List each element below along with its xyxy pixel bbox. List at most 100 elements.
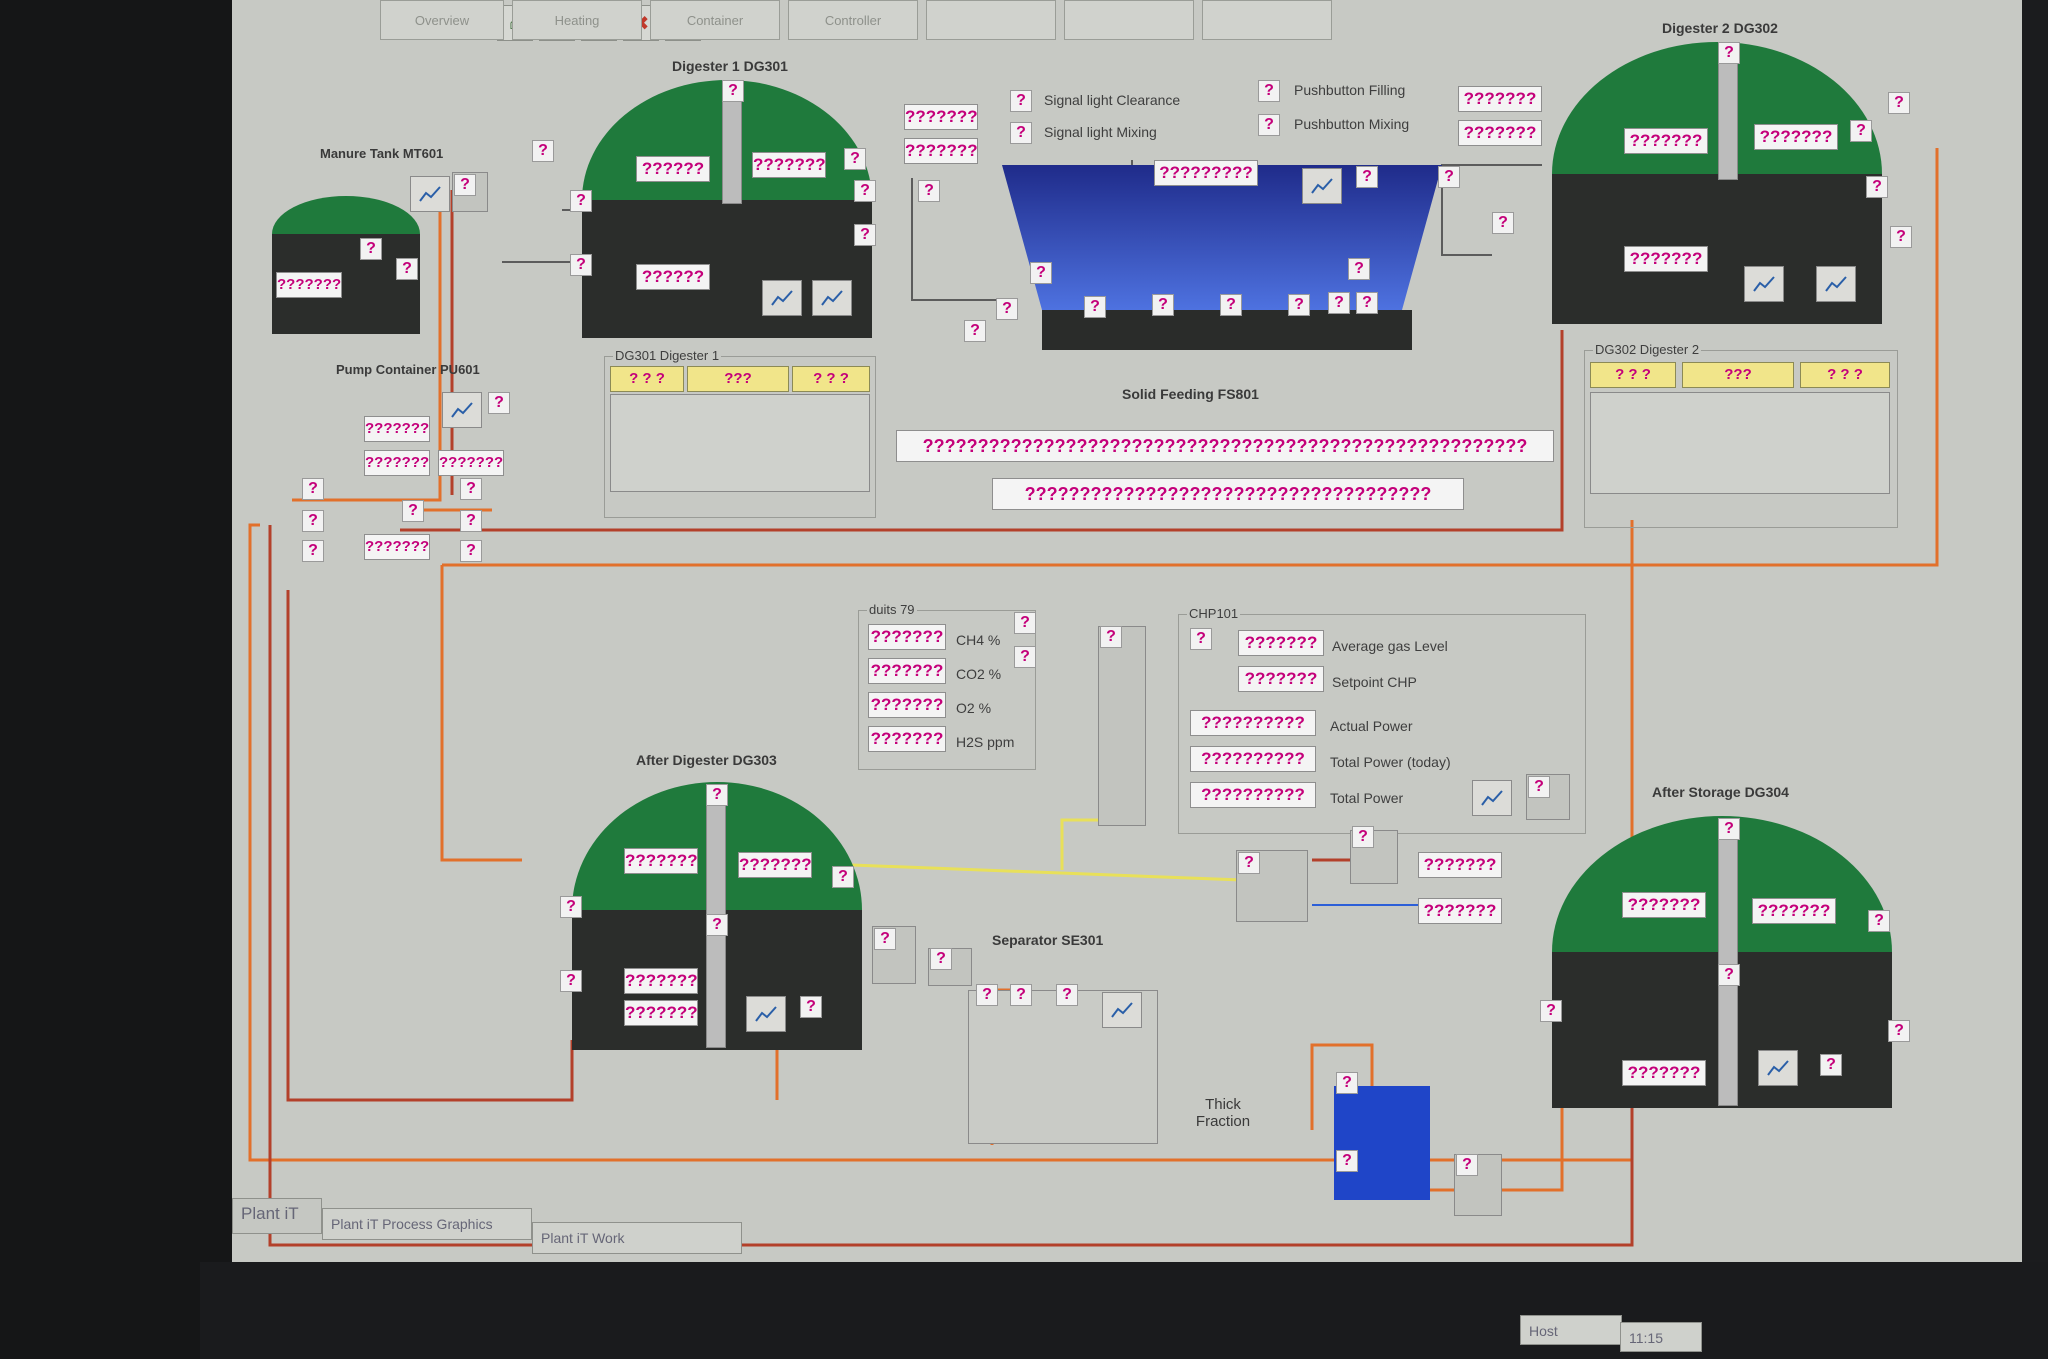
after-digester-status-a[interactable]: ? (832, 866, 854, 888)
feeder-valve-5[interactable]: ? (1288, 294, 1310, 316)
pump-valve-6[interactable]: ? (460, 510, 482, 532)
gas-holder-status[interactable]: ? (1100, 626, 1122, 648)
digester1-inlet-status[interactable]: ? (532, 140, 554, 162)
average-gas-level-value: ??????? (1238, 630, 1324, 656)
gas-status-1[interactable]: ? (1014, 612, 1036, 634)
tab-empty-1[interactable] (926, 0, 1056, 40)
pump-valve-4[interactable]: ? (402, 500, 424, 522)
separator-pump-status[interactable]: ? (874, 928, 896, 950)
after-digester-temp-value: ??????? (738, 852, 812, 878)
feeder-valve-2[interactable]: ? (1084, 296, 1106, 318)
manure-tank-status[interactable]: ? (360, 238, 382, 260)
signal-clearance-icon[interactable]: ? (1010, 90, 1032, 112)
feeder-valve-7[interactable]: ? (1328, 292, 1350, 314)
signal-mixing-icon[interactable]: ? (1010, 122, 1032, 144)
actual-power-label: Actual Power (1330, 718, 1413, 734)
solid-feeding-level: ????????? (1154, 160, 1258, 186)
digester1-status-e[interactable]: ? (570, 254, 592, 276)
taskbar-process-graphics[interactable]: Plant iT Process Graphics (322, 1208, 532, 1240)
tab-container[interactable]: Container (650, 0, 780, 40)
push-value-1: ??????? (1458, 86, 1542, 112)
chp-status[interactable]: ? (1190, 628, 1212, 650)
chp-heat-exchanger-status[interactable]: ? (1352, 826, 1374, 848)
chp-engine-status[interactable]: ? (1238, 852, 1260, 874)
trend-icon[interactable] (410, 176, 450, 212)
feeder-valve-13[interactable]: ? (1492, 212, 1514, 234)
trend-icon[interactable] (1472, 780, 1512, 816)
after-storage-status-b[interactable]: ? (1540, 1000, 1562, 1022)
chp-unit-status[interactable]: ? (1528, 776, 1550, 798)
dg302-status-3: ? ? ? (1800, 362, 1890, 388)
gas-status-2[interactable]: ? (1014, 646, 1036, 668)
feeder-valve-8[interactable]: ? (1348, 258, 1370, 280)
separator-status-1[interactable]: ? (976, 984, 998, 1006)
digester1-status-b[interactable]: ? (854, 180, 876, 202)
separator-valve-status[interactable]: ? (930, 948, 952, 970)
digester1-status-d[interactable]: ? (570, 190, 592, 212)
taskbar-plant-it-work[interactable]: Plant iT Work (532, 1222, 742, 1254)
pushbutton-mixing-icon[interactable]: ? (1258, 114, 1280, 136)
digester2-status-a[interactable]: ? (1850, 120, 1872, 142)
manure-tank-status-2[interactable]: ? (396, 258, 418, 280)
digester2-status-d[interactable]: ? (1890, 226, 1912, 248)
host-indicator: Host (1520, 1315, 1622, 1345)
digester2-status-b[interactable]: ? (1888, 92, 1910, 114)
trend-icon[interactable] (442, 392, 482, 428)
after-storage-status-d[interactable]: ? (1820, 1054, 1842, 1076)
digester2-mixer-status[interactable]: ? (1718, 42, 1740, 64)
feeder-valve-3[interactable]: ? (1152, 294, 1174, 316)
co2-label: CO2 % (956, 666, 1002, 682)
trend-icon[interactable] (1758, 1050, 1798, 1086)
monitor-bezel-bottom (200, 1262, 2048, 1359)
after-digester-status-b[interactable]: ? (560, 896, 582, 918)
thick-fraction-status-2[interactable]: ? (1336, 1150, 1358, 1172)
tab-controller[interactable]: Controller (788, 0, 918, 40)
tab-empty-3[interactable] (1202, 0, 1332, 40)
trend-icon[interactable] (762, 280, 802, 316)
manure-tank-valve-status[interactable]: ? (454, 174, 476, 196)
separator-status-2[interactable]: ? (1010, 984, 1032, 1006)
tab-heating[interactable]: Heating (512, 0, 642, 40)
trend-icon[interactable] (812, 280, 852, 316)
solid-feeding-status[interactable]: ? (1356, 166, 1378, 188)
pump-valve-1[interactable]: ? (302, 478, 324, 500)
thick-fraction-pump-status[interactable]: ? (1456, 1154, 1478, 1176)
after-digester-mixer-status[interactable]: ? (706, 784, 728, 806)
digester1-status-c[interactable]: ? (854, 224, 876, 246)
after-digester-status-c[interactable]: ? (560, 970, 582, 992)
average-gas-level-label: Average gas Level (1332, 638, 1448, 654)
after-storage-gas-value: ??????? (1622, 892, 1706, 918)
digester1-mixer-status[interactable]: ? (722, 80, 744, 102)
thick-fraction-status-1[interactable]: ? (1336, 1072, 1358, 1094)
feeder-valve-9[interactable]: ? (996, 298, 1018, 320)
after-storage-status-c[interactable]: ? (1888, 1020, 1910, 1042)
feeder-valve-11[interactable]: ? (918, 180, 940, 202)
after-storage-mixer-status-2[interactable]: ? (1718, 964, 1740, 986)
feeder-valve-1[interactable]: ? (1030, 262, 1052, 284)
trend-icon[interactable] (1302, 168, 1342, 204)
pump-valve-2[interactable]: ? (302, 510, 324, 532)
digester2-status-c[interactable]: ? (1866, 176, 1888, 198)
after-storage-mixer-status[interactable]: ? (1718, 818, 1740, 840)
after-digester-mixer-status-2[interactable]: ? (706, 914, 728, 936)
feeder-valve-12[interactable]: ? (1438, 166, 1460, 188)
after-digester-status-d[interactable]: ? (800, 996, 822, 1018)
pushbutton-filling-icon[interactable]: ? (1258, 80, 1280, 102)
trend-icon[interactable] (1744, 266, 1784, 302)
pump-valve-3[interactable]: ? (302, 540, 324, 562)
tab-overview[interactable]: Overview (380, 0, 504, 40)
pump-valve-5[interactable]: ? (460, 478, 482, 500)
tab-empty-2[interactable] (1064, 0, 1194, 40)
digester1-status-a[interactable]: ? (844, 148, 866, 170)
after-storage-status-a[interactable]: ? (1868, 910, 1890, 932)
feeder-valve-6[interactable]: ? (1356, 292, 1378, 314)
pump-status[interactable]: ? (488, 392, 510, 414)
trend-icon[interactable] (746, 996, 786, 1032)
trend-icon[interactable] (1816, 266, 1856, 302)
plant-it-start[interactable]: Plant iT (232, 1198, 322, 1234)
feeder-valve-10[interactable]: ? (964, 320, 986, 342)
separator-status-3[interactable]: ? (1056, 984, 1078, 1006)
trend-icon[interactable] (1102, 992, 1142, 1028)
pump-valve-7[interactable]: ? (460, 540, 482, 562)
feeder-valve-4[interactable]: ? (1220, 294, 1242, 316)
